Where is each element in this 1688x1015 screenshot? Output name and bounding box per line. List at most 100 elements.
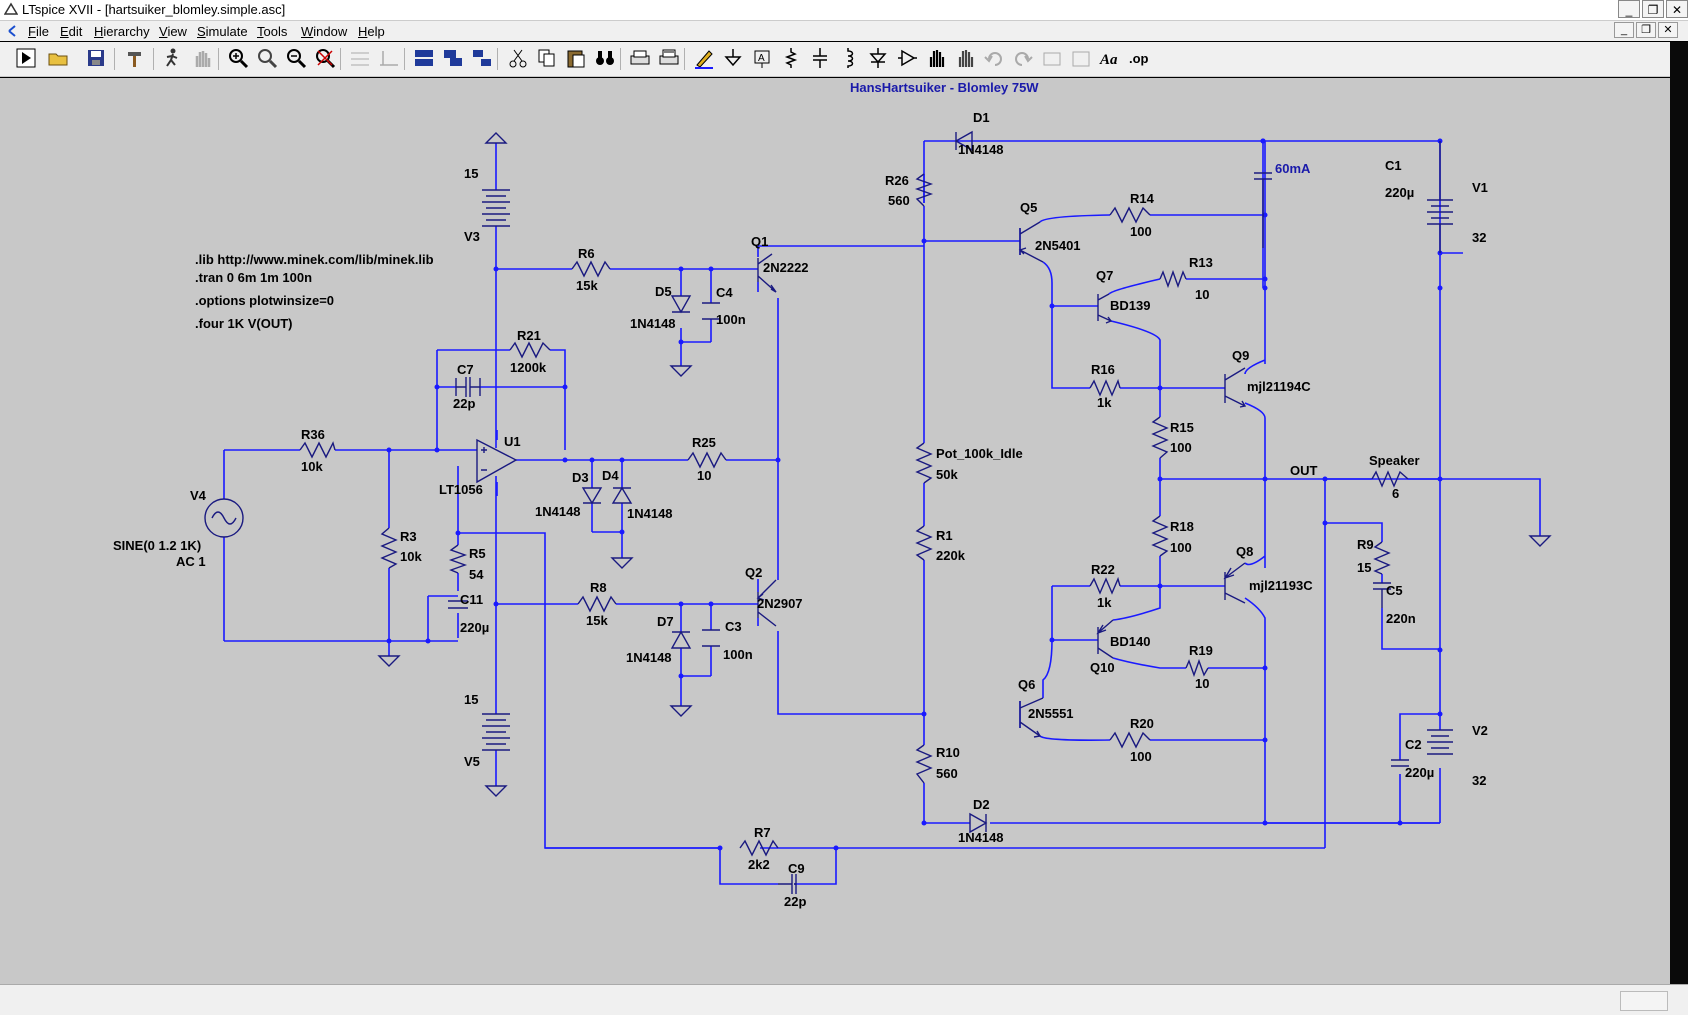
doc-minimize-button[interactable]: _ (1614, 22, 1634, 38)
save-icon[interactable] (84, 46, 108, 70)
directive-tran[interactable]: .tran 0 6m 1m 100n (195, 270, 312, 285)
speaker-resistor (1371, 470, 1409, 488)
cut-icon[interactable] (506, 46, 530, 70)
menu-window[interactable]: Window (301, 24, 348, 39)
d1-diode (954, 130, 973, 152)
zoom-in-icon[interactable] (226, 46, 250, 70)
menu-edit[interactable]: Edit (60, 24, 83, 39)
doc-restore-button[interactable]: ❐ (1636, 22, 1656, 38)
r22-value: 1k (1097, 595, 1112, 610)
zoom-out-icon[interactable] (284, 46, 308, 70)
r14-value: 100 (1130, 224, 1152, 239)
q6-transistor (1019, 697, 1044, 738)
move-hand-icon[interactable] (924, 46, 948, 70)
paste-icon[interactable] (564, 46, 588, 70)
text-font-icon[interactable]: Aa (1098, 46, 1122, 70)
r18-resistor (1151, 515, 1169, 557)
menu-view[interactable]: View (159, 24, 187, 39)
autorange-icon[interactable] (348, 46, 372, 70)
print-setup-icon[interactable] (657, 46, 681, 70)
q5-value: 2N5401 (1035, 238, 1081, 253)
ground-icon[interactable] (721, 46, 745, 70)
ground-icon (1528, 535, 1552, 547)
menu-help[interactable]: Help (358, 24, 385, 39)
c9-capacitor (778, 874, 797, 894)
tile-vertical-icon[interactable] (441, 46, 465, 70)
zoom-fit-icon[interactable] (313, 46, 337, 70)
cascade-icon[interactable] (470, 46, 494, 70)
redo-icon[interactable] (1011, 46, 1035, 70)
r1-resistor (915, 525, 933, 561)
r3-resistor (380, 527, 398, 569)
d5-value: 1N4148 (630, 316, 676, 331)
q10-value: BD140 (1110, 634, 1150, 649)
undo-icon[interactable] (982, 46, 1006, 70)
close-button[interactable]: ✕ (1666, 0, 1688, 18)
diode-icon[interactable] (866, 46, 890, 70)
ltspice-app-icon[interactable] (4, 2, 18, 16)
ground-icon (377, 655, 401, 667)
q7-name: Q7 (1096, 268, 1113, 283)
r20-value: 100 (1130, 749, 1152, 764)
draw-wire-pencil-icon[interactable] (692, 46, 716, 70)
maximize-button[interactable]: ❐ (1642, 0, 1664, 18)
resistor-icon[interactable] (779, 46, 803, 70)
schematic-canvas[interactable]: HansHartsuiker - Blomley 75W 60mA .lib h… (0, 78, 1688, 984)
rotate-icon[interactable] (1040, 46, 1064, 70)
r9-name: R9 (1357, 537, 1374, 552)
v4-ac-spec: AC 1 (176, 554, 206, 569)
r8-name: R8 (590, 580, 607, 595)
schematic-doc-icon[interactable] (6, 24, 20, 38)
c1-capacitor (1254, 172, 1272, 248)
find-binoculars-icon[interactable] (593, 46, 617, 70)
q5-transistor (1018, 221, 1044, 263)
spice-directive-icon[interactable]: .op (1127, 46, 1151, 70)
schematic-title[interactable]: HansHartsuiker - Blomley 75W (850, 80, 1039, 95)
menu-tools[interactable]: Tools (257, 24, 288, 39)
mirror-icon[interactable] (1069, 46, 1093, 70)
component-icon[interactable] (895, 46, 919, 70)
ground-icon (669, 365, 693, 377)
q1-transistor (757, 253, 777, 293)
v2-value: 32 (1472, 773, 1486, 788)
menu-hierarchy[interactable]: Hierarchy (94, 24, 150, 39)
c11-name: C11 (460, 592, 483, 607)
directive-lib[interactable]: .lib http://www.minek.com/lib/minek.lib (195, 252, 434, 267)
r15-resistor (1151, 416, 1169, 459)
drag-hand-icon[interactable] (953, 46, 977, 70)
copy-icon[interactable] (535, 46, 559, 70)
menu-file[interactable]: File (28, 24, 49, 39)
r3-value: 10k (400, 549, 422, 564)
inductor-icon[interactable] (837, 46, 861, 70)
c3-value: 100n (723, 647, 753, 662)
open-folder-icon[interactable] (46, 46, 70, 70)
v5-battery (482, 713, 510, 751)
print-icon[interactable] (628, 46, 652, 70)
u1-value: LT1056 (439, 482, 483, 497)
ground-icon (610, 557, 634, 569)
minimize-button[interactable]: _ (1618, 0, 1640, 18)
menu-simulate[interactable]: Simulate (197, 24, 248, 39)
pot-resistor (915, 442, 933, 484)
r7-name: R7 (754, 825, 771, 840)
doc-close-button[interactable]: ✕ (1658, 22, 1678, 38)
directive-four[interactable]: .four 1K V(OUT) (195, 316, 293, 331)
capacitor-icon[interactable] (808, 46, 832, 70)
run-man-icon[interactable] (160, 46, 184, 70)
directive-options[interactable]: .options plotwinsize=0 (195, 293, 334, 308)
zoom-pan-icon[interactable] (255, 46, 279, 70)
run-icon[interactable] (14, 46, 38, 70)
v5-supply-arrow (484, 785, 508, 797)
svg-text:Aa: Aa (1099, 52, 1118, 68)
label-net-icon[interactable]: A (750, 46, 774, 70)
r7-resistor (739, 839, 779, 857)
r26-value: 560 (888, 193, 910, 208)
r8-resistor (577, 595, 617, 613)
plot-settings-icon[interactable] (377, 46, 401, 70)
control-panel-hammer-icon[interactable] (123, 46, 147, 70)
speaker-value: 6 (1392, 486, 1399, 501)
v5-value: 15 (464, 692, 478, 707)
annotation-60ma[interactable]: 60mA (1275, 161, 1311, 176)
halt-hand-icon[interactable] (190, 46, 214, 70)
tile-horizontal-icon[interactable] (412, 46, 436, 70)
